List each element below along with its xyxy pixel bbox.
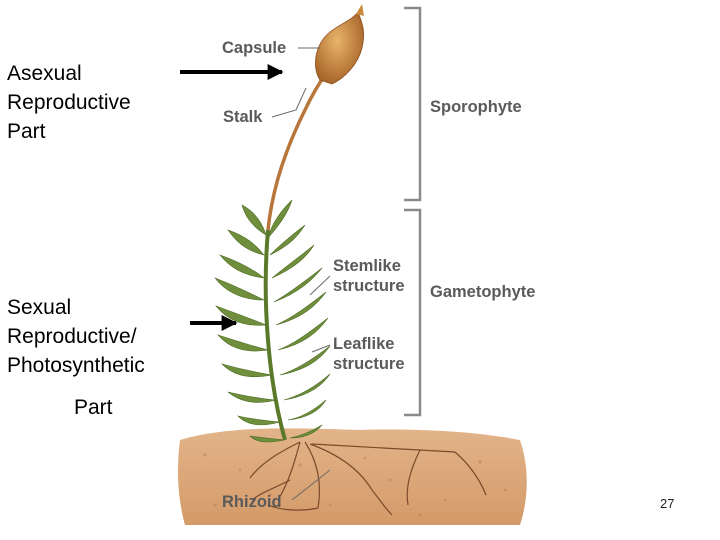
sporophyte-bracket xyxy=(404,6,422,202)
gametophyte-label: Gametophyte xyxy=(430,283,536,301)
sexual-line-1: Sexual xyxy=(7,296,72,319)
leaflike-line-2: structure xyxy=(333,355,405,373)
sexual-line-2: Reproductive/ xyxy=(7,325,137,348)
stalk xyxy=(266,73,327,231)
leaflike-structure-label: Leaflike structure xyxy=(333,334,405,374)
stemlike-line-2: structure xyxy=(333,277,405,295)
leaflike-line-1: Leaflike xyxy=(333,335,395,353)
rhizoid-label: Rhizoid xyxy=(222,493,282,511)
stalk-label: Stalk xyxy=(223,108,263,126)
asexual-line-1: Asexual xyxy=(7,62,82,85)
asexual-line-3: Part xyxy=(7,120,46,143)
capsule-label: Capsule xyxy=(222,39,287,57)
asexual-line-2: Reproductive xyxy=(7,91,131,114)
asexual-reproductive-part-label: Asexual Reproductive Part xyxy=(7,59,131,146)
sporophyte-label: Sporophyte xyxy=(430,98,522,116)
sexual-reproductive-part-label: Sexual Reproductive/ Photosynthetic xyxy=(7,293,145,380)
pointer-arrows xyxy=(180,64,284,331)
capsule xyxy=(315,11,365,85)
sexual-line-4: Part xyxy=(74,396,113,419)
stemlike-line-1: Stemlike xyxy=(333,257,401,275)
capsule-tip xyxy=(356,4,364,16)
leader-lines xyxy=(271,47,331,353)
soil-texture xyxy=(203,453,507,517)
rhizoids xyxy=(249,441,487,516)
slide-number: 27 xyxy=(660,496,675,511)
gametophyte-bracket xyxy=(404,208,422,417)
stemlike-structure-label: Stemlike structure xyxy=(333,256,405,296)
brackets xyxy=(404,6,422,417)
sexual-line-3: Photosynthetic xyxy=(7,354,145,377)
gametophyte-shoot xyxy=(214,199,331,443)
rhizoid-leader xyxy=(291,469,331,501)
soil xyxy=(177,428,527,525)
